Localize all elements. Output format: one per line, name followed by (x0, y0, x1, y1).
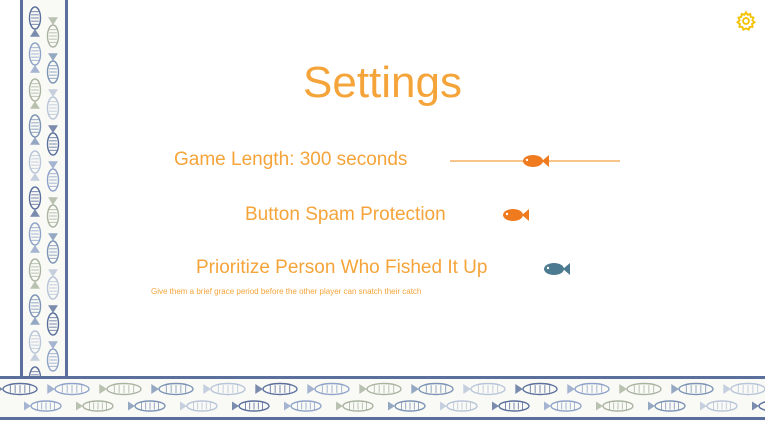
game-length-slider-thumb[interactable] (520, 152, 550, 170)
decor-fish-icon (28, 330, 42, 361)
decor-fish-icon (46, 233, 60, 264)
bottom-margin (0, 420, 765, 430)
decor-fish-icon (388, 400, 426, 412)
decor-fish-icon (128, 400, 166, 412)
decor-fish-icon (76, 400, 114, 412)
decor-fish-icon (671, 382, 714, 396)
decor-fish-icon (596, 400, 634, 412)
fish-border-vertical (20, 0, 68, 430)
page-title: Settings (303, 58, 462, 107)
prioritize-toggle[interactable] (541, 260, 571, 278)
decor-fish-icon (515, 382, 558, 396)
decor-fish-icon (359, 382, 402, 396)
decor-fish-icon (46, 17, 60, 48)
decor-fish-icon (46, 53, 60, 84)
decor-fish-icon (492, 400, 530, 412)
decor-fish-icon (46, 269, 60, 300)
decor-fish-icon (28, 294, 42, 325)
left-margin (0, 0, 20, 376)
decor-fish-icon (151, 382, 194, 396)
decor-fish-icon (700, 400, 738, 412)
decor-fish-icon (232, 400, 270, 412)
decor-fish-icon (28, 114, 42, 145)
decor-fish-icon (28, 42, 42, 73)
fish-pattern-horizontal (0, 382, 765, 412)
decor-fish-icon (752, 401, 765, 411)
decor-fish-icon (411, 382, 454, 396)
decor-fish-icon (203, 382, 246, 396)
fish-pattern-vertical (28, 6, 60, 430)
decor-fish-icon (619, 382, 662, 396)
decor-fish-icon (648, 400, 686, 412)
decor-fish-icon (47, 382, 90, 396)
decor-fish-icon (46, 197, 60, 228)
decor-fish-icon (284, 400, 322, 412)
prioritize-description: Give them a brief grace period before th… (151, 287, 422, 296)
decor-fish-icon (46, 89, 60, 120)
decor-fish-icon (28, 258, 42, 289)
decor-fish-icon (336, 400, 374, 412)
fish-icon (503, 209, 529, 221)
decor-fish-icon (440, 400, 478, 412)
decor-fish-icon (567, 382, 610, 396)
decor-fish-icon (46, 125, 60, 156)
fish-icon (544, 263, 570, 275)
decor-fish-icon (180, 400, 218, 412)
decor-fish-icon (307, 382, 350, 396)
button-spam-toggle[interactable] (500, 206, 530, 224)
decor-fish-icon (28, 186, 42, 217)
decor-fish-icon (46, 161, 60, 192)
decor-fish-icon (544, 400, 582, 412)
fish-border-horizontal (0, 376, 765, 420)
gear-icon[interactable] (735, 10, 757, 32)
decor-fish-icon (28, 150, 42, 181)
decor-fish-icon (255, 382, 298, 396)
decor-fish-icon (99, 382, 142, 396)
prioritize-label: Prioritize Person Who Fished It Up (196, 257, 488, 278)
decor-fish-icon (28, 6, 42, 37)
decor-fish-icon (0, 382, 38, 396)
decor-fish-icon (723, 382, 765, 396)
decor-fish-icon (28, 78, 42, 109)
decor-fish-icon (24, 400, 62, 412)
button-spam-label: Button Spam Protection (245, 204, 446, 225)
decor-fish-icon (28, 222, 42, 253)
decor-fish-icon (46, 305, 60, 336)
game-length-label: Game Length: 300 seconds (174, 149, 408, 170)
decor-fish-icon (46, 341, 60, 372)
decor-fish-icon (463, 382, 506, 396)
fish-icon (523, 155, 549, 167)
